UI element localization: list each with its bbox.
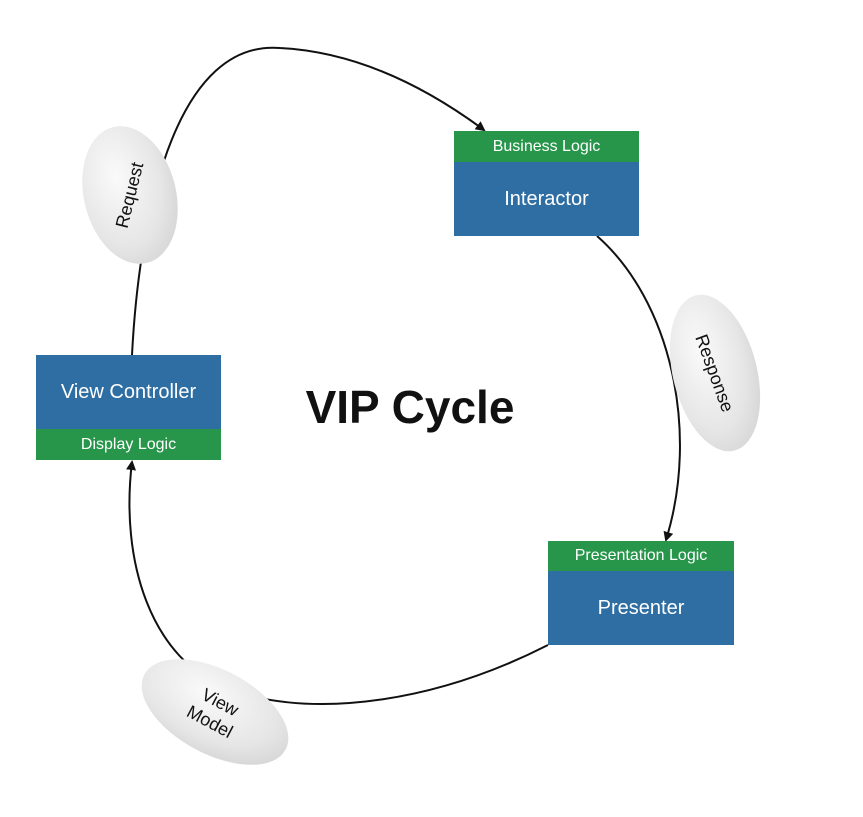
view-controller-node: View Controller Display Logic [36, 355, 221, 460]
presenter-label: Presenter [548, 571, 734, 645]
request-arrow [131, 46, 486, 356]
response-arrow [596, 235, 681, 542]
view-model-label: View Model [183, 684, 242, 743]
response-label: Response [691, 331, 739, 415]
presenter-logic-band: Presentation Logic [548, 541, 734, 571]
presenter-node: Presentation Logic Presenter [548, 541, 734, 645]
diagram-title: VIP Cycle [305, 381, 515, 433]
view-controller-label: View Controller [36, 355, 221, 429]
view-controller-logic-band: Display Logic [36, 429, 221, 460]
request-label: Request [112, 160, 148, 230]
interactor-logic-band: Business Logic [454, 131, 639, 162]
interactor-label: Interactor [454, 162, 639, 236]
interactor-node: Business Logic Interactor [454, 131, 639, 236]
